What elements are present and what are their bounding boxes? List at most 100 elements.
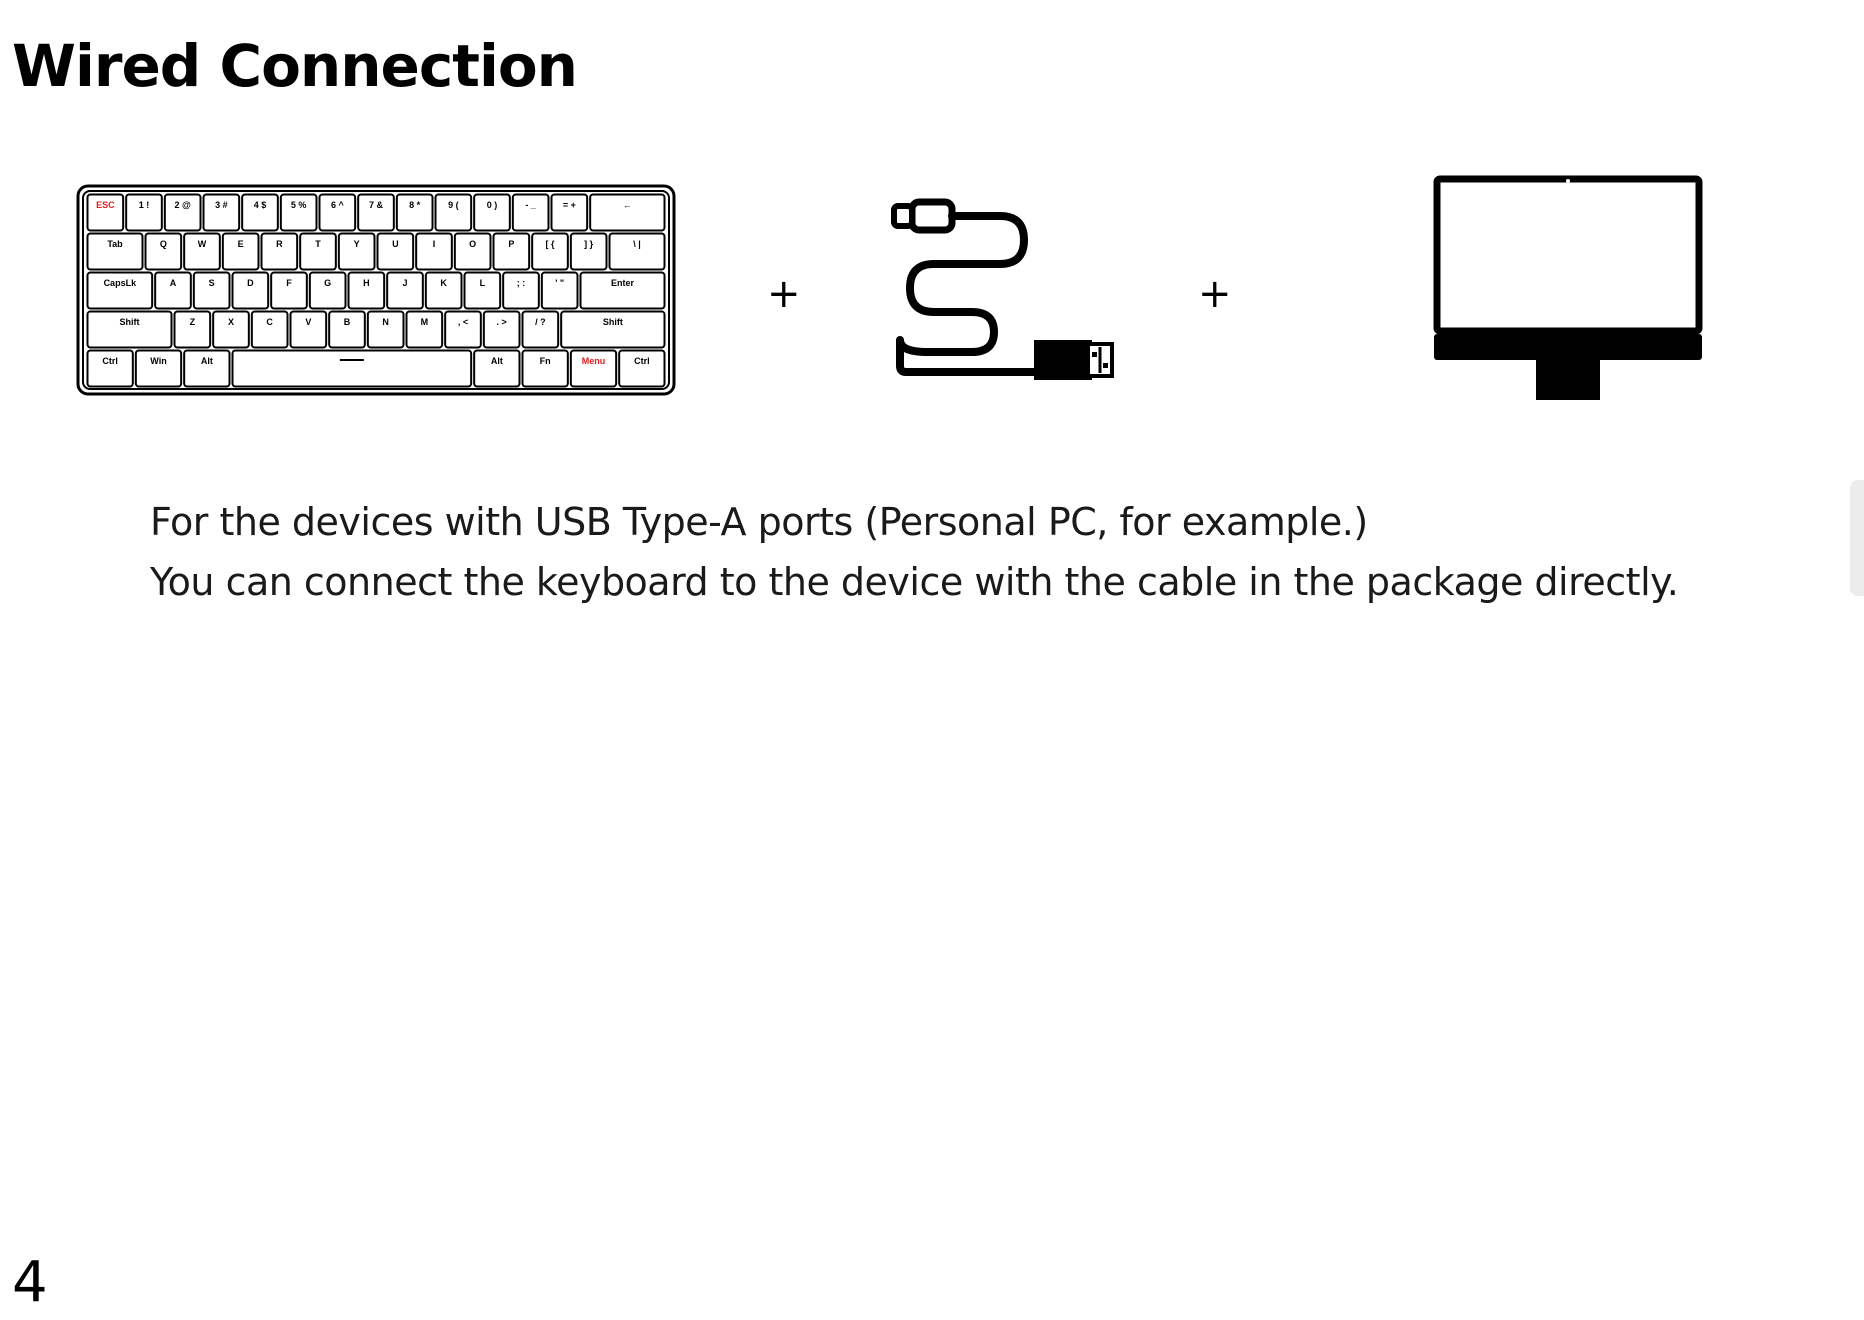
keyboard-key-label: E xyxy=(238,239,244,249)
keyboard-key: X xyxy=(212,310,250,349)
keyboard-key: 0 ) xyxy=(473,193,511,232)
keyboard-key-label: Y xyxy=(354,239,360,249)
keyboard-key: O xyxy=(453,232,492,271)
monitor-screen xyxy=(1433,175,1703,335)
keyboard-key: . > xyxy=(482,310,521,349)
keyboard-key-label: Q xyxy=(160,239,167,249)
keyboard-key-label: R xyxy=(276,239,283,249)
keyboard-key-label: 6 ^ xyxy=(331,200,345,210)
keyboard-key-label: N xyxy=(382,317,389,327)
usb-a-connector xyxy=(1034,340,1114,380)
keyboard-key: Alt xyxy=(473,349,521,388)
keyboard-key-label: Enter xyxy=(611,278,635,288)
scroll-tab[interactable] xyxy=(1850,480,1864,596)
keyboard-key: Ctrl xyxy=(86,349,134,388)
keyboard-key: M xyxy=(405,310,444,349)
keyboard-key: \ | xyxy=(608,232,666,271)
keyboard-key: G xyxy=(308,271,347,310)
plus-sign: + xyxy=(767,271,801,317)
keyboard-key: I xyxy=(415,232,453,271)
keyboard-key: - _ xyxy=(511,193,550,232)
keyboard-key-label: 2 @ xyxy=(175,200,192,210)
keyboard-key: S xyxy=(192,271,231,310)
keyboard-key-label: Alt xyxy=(491,356,503,366)
keyboard-key: CapsLk xyxy=(86,271,154,310)
keyboard-key-label: 5 % xyxy=(291,200,307,210)
keyboard-key-label: P xyxy=(508,239,514,249)
keyboard-key: Shift xyxy=(560,310,666,349)
keyboard-key-label: 4 $ xyxy=(254,200,267,210)
keyboard-key: ' " xyxy=(540,271,579,310)
keyboard-key: 8 * xyxy=(395,193,434,232)
keyboard-key-label: A xyxy=(170,278,177,288)
keyboard-key-label: H xyxy=(363,278,370,288)
keyboard-key: T xyxy=(299,232,337,271)
keyboard-key-label: K xyxy=(440,278,447,288)
keyboard-key-label: T xyxy=(315,239,321,249)
keyboard-key: N xyxy=(366,310,405,349)
keyboard-key: 9 ( xyxy=(434,193,473,232)
keyboard-key: P xyxy=(492,232,531,271)
keyboard-key: 1 ! xyxy=(125,193,163,232)
keyboard-key: D xyxy=(231,271,270,310)
keyboard-key: Alt xyxy=(183,349,231,388)
page-title: Wired Connection xyxy=(12,32,578,100)
keyboard-key-label: 8 * xyxy=(409,200,421,210)
keyboard-key: 6 ^ xyxy=(318,193,357,232)
cable-wire-path xyxy=(896,212,1042,376)
keyboard-key-label: Menu xyxy=(582,356,606,366)
keyboard-key: ; : xyxy=(502,271,540,310)
usb-cable-illustration xyxy=(891,198,1114,380)
keyboard-key: 2 @ xyxy=(163,193,202,232)
keyboard-key: K xyxy=(424,271,463,310)
keyboard-key xyxy=(231,349,473,388)
keyboard-key: 5 % xyxy=(279,193,318,232)
keyboard-key-label: V xyxy=(305,317,311,327)
keyboard-key: 3 # xyxy=(202,193,241,232)
keyboard-key: Fn xyxy=(521,349,569,388)
keyboard-key-label: - _ xyxy=(525,200,536,210)
usb-c-connector xyxy=(891,198,956,234)
keyboard-illustration: ESC 1 ! 2 @ 3 # 4 $ 5 % 6 ^ 7 & 8 * 9 ( 0 ) - _ = + ←… xyxy=(76,184,676,396)
keyboard-key-label: Win xyxy=(150,356,166,366)
monitor-chin xyxy=(1434,334,1702,360)
keyboard-key-label: , < xyxy=(458,317,468,327)
keyboard-key-label: . > xyxy=(497,317,507,327)
keyboard-key: ] } xyxy=(569,232,608,271)
keyboard-key: R xyxy=(260,232,299,271)
keyboard-key: Ctrl xyxy=(618,349,666,388)
keyboard-key-label: CapsLk xyxy=(104,278,138,288)
keyboard-key: ← xyxy=(589,193,666,232)
keyboard-key: Enter xyxy=(579,271,666,310)
monitor-illustration xyxy=(1433,175,1703,400)
description-line: You can connect the keyboard to the devi… xyxy=(150,560,1679,604)
keyboard-key: Tab xyxy=(86,232,144,271)
keyboard-key: Z xyxy=(173,310,212,349)
keyboard-key-label: 1 ! xyxy=(139,200,150,210)
keyboard-key-label: O xyxy=(469,239,476,249)
description: For the devices with USB Type-A ports (P… xyxy=(150,492,1679,612)
keyboard-key-label: 3 # xyxy=(215,200,228,210)
keyboard-key-label: Z xyxy=(190,317,196,327)
keyboard-key-label: ESC xyxy=(96,200,115,210)
webcam-dot xyxy=(1566,179,1570,183)
keyboard-key-label: X xyxy=(228,317,234,327)
keyboard-key-label: Shift xyxy=(603,317,623,327)
keyboard-key-label: = + xyxy=(563,200,576,210)
keyboard-key: W xyxy=(183,232,221,271)
keyboard-key: V xyxy=(289,310,328,349)
keyboard-key-label: / ? xyxy=(535,317,546,327)
keyboard-key: 4 $ xyxy=(241,193,279,232)
keyboard-key-label: 9 ( xyxy=(448,200,459,210)
keyboard-key: H xyxy=(347,271,386,310)
keyboard-key: 7 & xyxy=(357,193,395,232)
keyboard-key-label: \ | xyxy=(633,239,641,249)
keyboard-key-label: [ { xyxy=(546,239,555,249)
keyboard-key-label: F xyxy=(286,278,292,288)
page-number: 4 xyxy=(12,1250,48,1315)
keyboard-key: Y xyxy=(337,232,376,271)
keyboard-key: = + xyxy=(550,193,589,232)
keyboard-key: Win xyxy=(134,349,183,388)
keyboard-key: L xyxy=(463,271,502,310)
description-line: For the devices with USB Type-A ports (P… xyxy=(150,500,1368,544)
